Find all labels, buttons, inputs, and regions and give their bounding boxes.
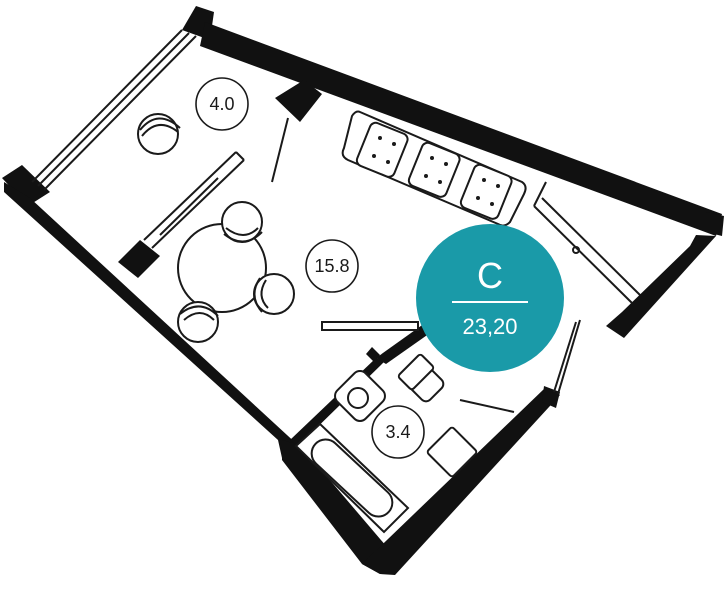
bathroom-door bbox=[459, 399, 515, 413]
right-door-handle bbox=[572, 246, 580, 254]
wall-partition-block bbox=[275, 80, 322, 122]
unit-badge: C 23,20 bbox=[416, 224, 564, 372]
balcony-door bbox=[271, 117, 289, 183]
bathtub bbox=[294, 422, 410, 534]
wall-left-top bbox=[2, 165, 50, 206]
room-label-balcony: 4.0 bbox=[195, 77, 249, 131]
unit-type-label: C bbox=[477, 255, 503, 296]
wall-right-stub bbox=[606, 235, 716, 338]
room-label-bathroom: 3.4 bbox=[371, 405, 425, 459]
entry-door bbox=[553, 321, 577, 393]
room-area-living: 15.8 bbox=[314, 256, 349, 276]
entry-door-leaf bbox=[557, 319, 581, 395]
wall-top-long bbox=[200, 22, 722, 236]
dining-chair bbox=[221, 201, 263, 243]
unit-total-area: 23,20 bbox=[462, 314, 517, 339]
dining-chair bbox=[177, 301, 219, 343]
wall-bottom-right bbox=[362, 388, 560, 575]
wall-left-long bbox=[4, 182, 300, 460]
washing-machine bbox=[426, 426, 478, 478]
room-area-balcony: 4.0 bbox=[209, 94, 234, 114]
tv-unit bbox=[321, 321, 419, 331]
wall-right-corner bbox=[706, 212, 724, 236]
room-area-bathroom: 3.4 bbox=[385, 422, 410, 442]
right-door bbox=[533, 181, 641, 304]
balcony-chair bbox=[137, 113, 181, 155]
room-label-living: 15.8 bbox=[305, 239, 359, 293]
sofa bbox=[341, 110, 527, 227]
toilet bbox=[397, 353, 445, 403]
balcony-window bbox=[31, 29, 197, 191]
bathroom-sink bbox=[334, 370, 386, 422]
balcony-partition bbox=[143, 151, 245, 249]
dining-chair bbox=[253, 273, 295, 315]
wall-partition-lower bbox=[118, 240, 160, 278]
wall-bottom-long bbox=[282, 440, 398, 574]
wall-bottom-right-end bbox=[542, 386, 560, 408]
